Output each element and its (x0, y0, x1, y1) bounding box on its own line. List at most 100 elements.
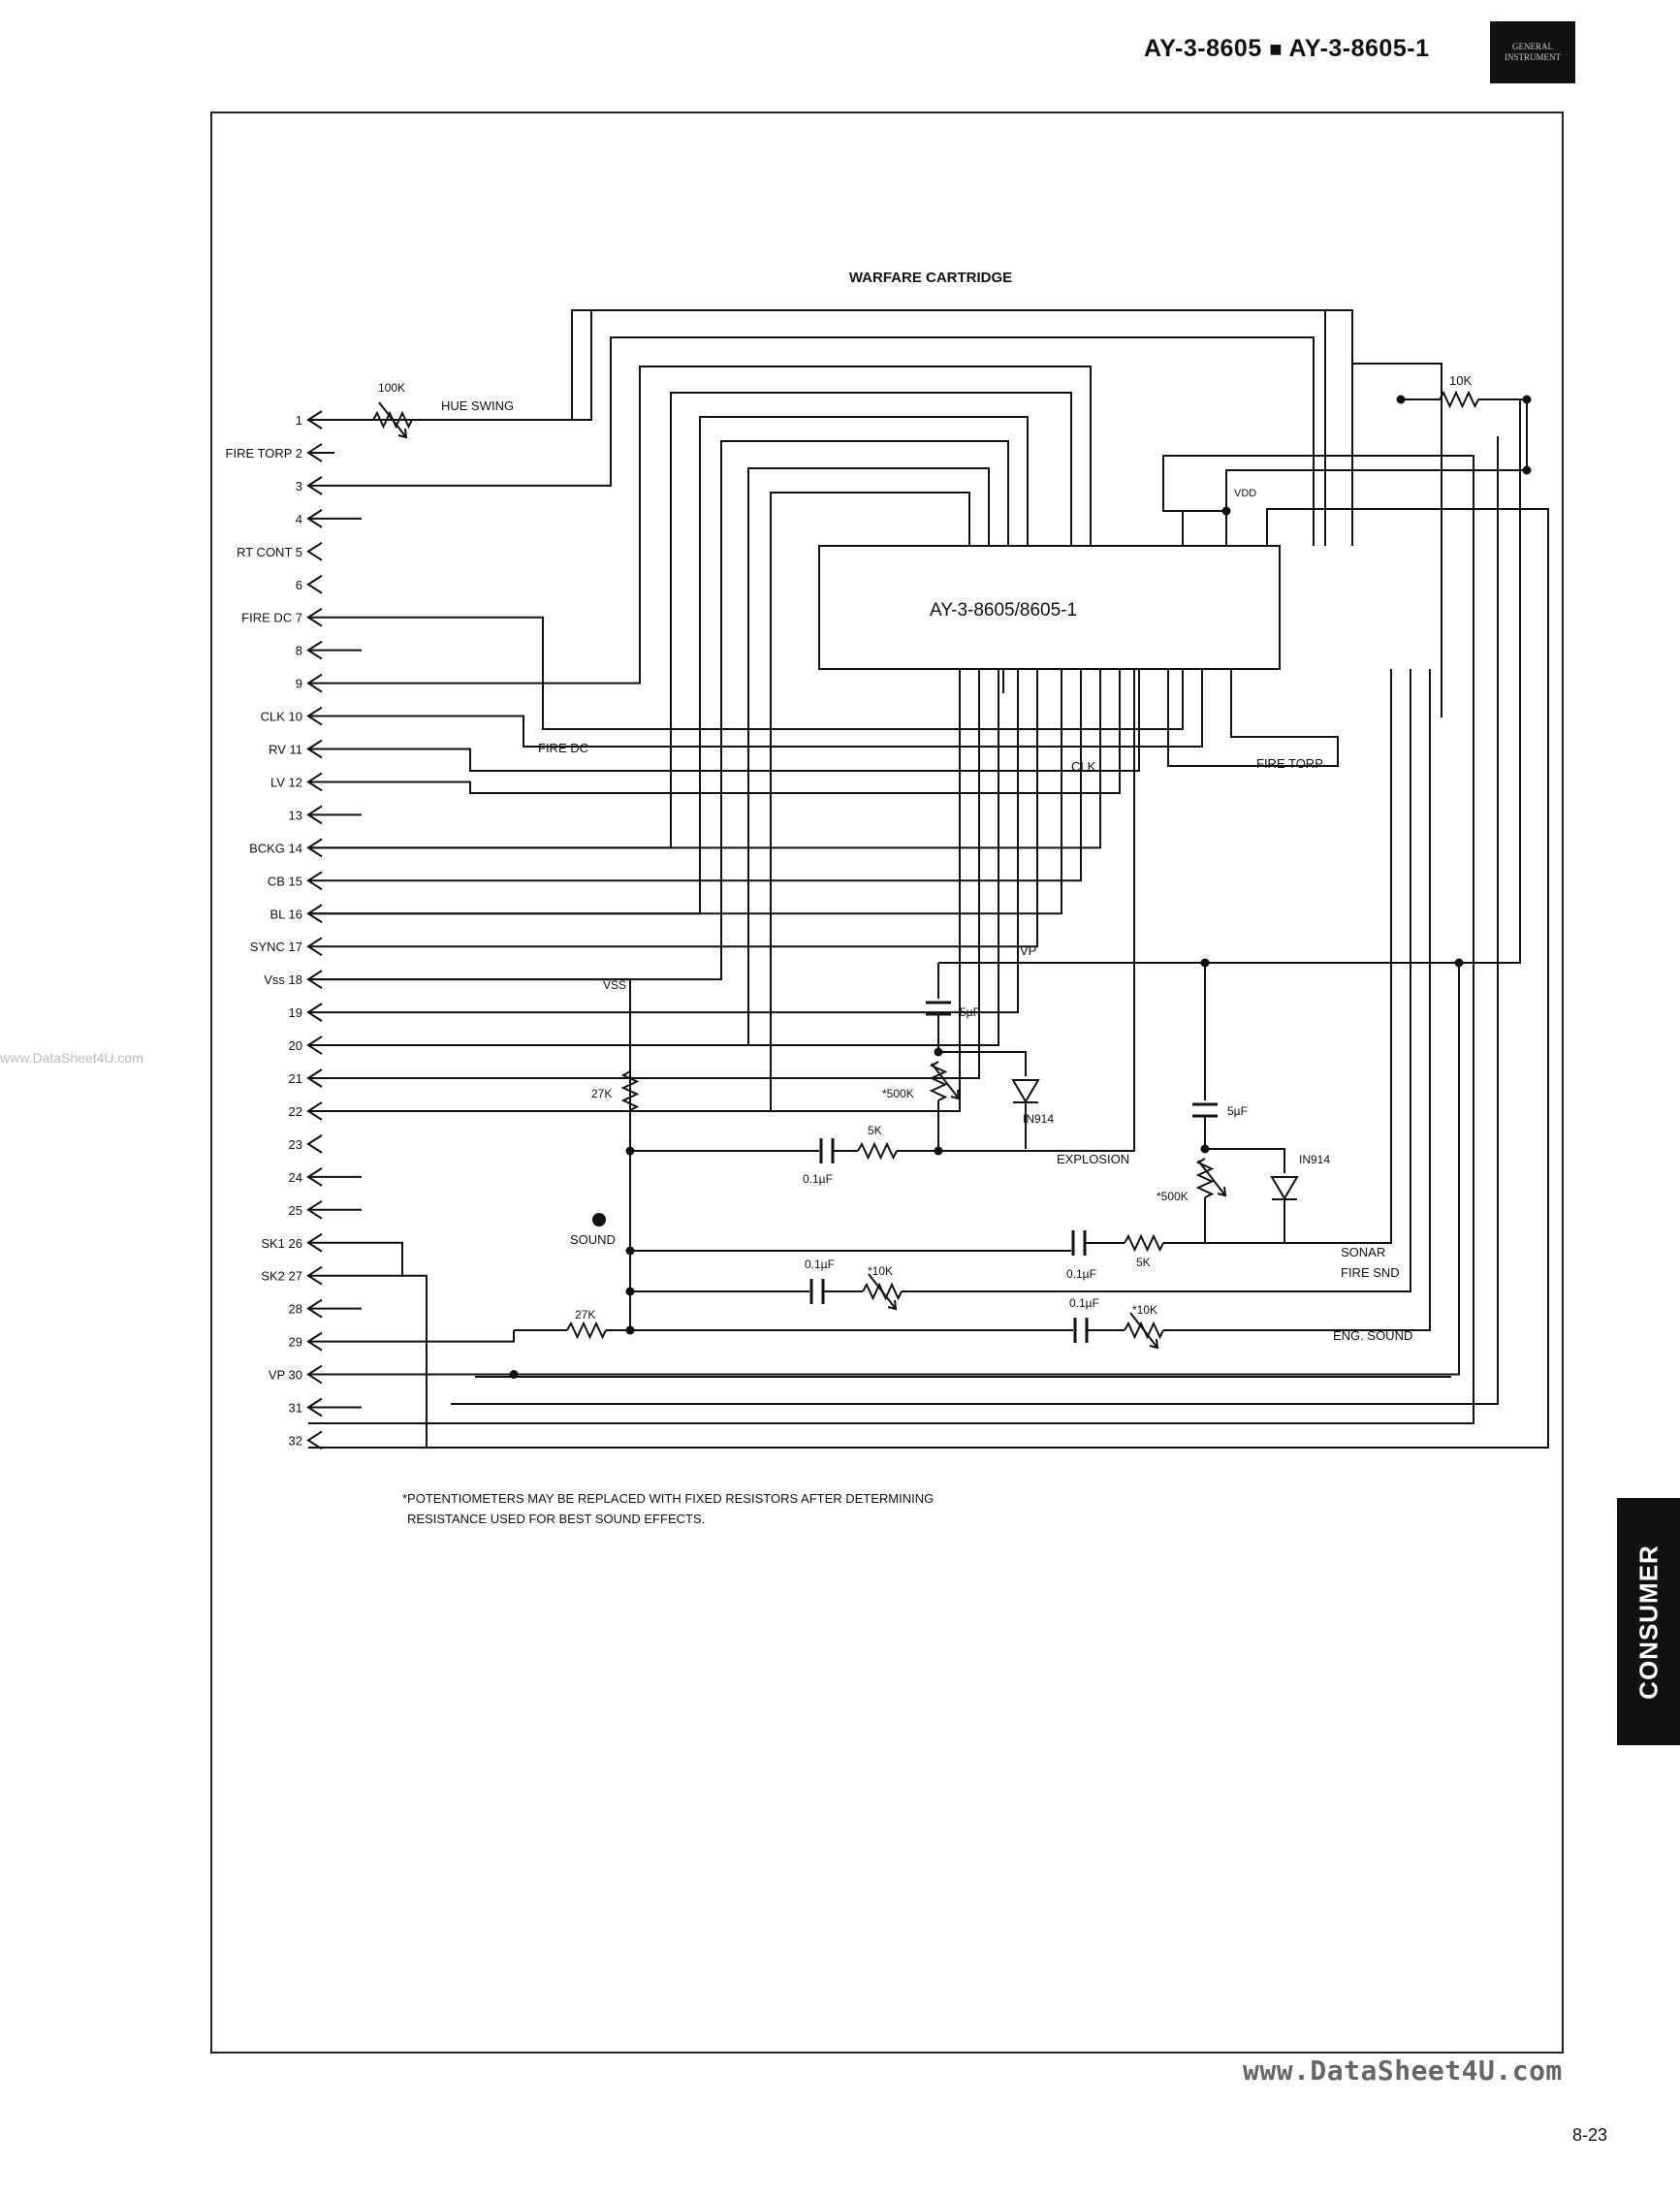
pin-arrow (306, 1265, 323, 1286)
pin-to-chip-bottom-wire (310, 669, 1082, 882)
pin-arrow (306, 1397, 323, 1418)
pin-arrow (306, 904, 323, 924)
watermark-bottom: www.DataSheet4U.com (1243, 2055, 1563, 2087)
pin-arrow (306, 541, 323, 561)
r10k-label: 10K (1449, 373, 1472, 388)
junction-dot (1522, 465, 1532, 475)
eng-sound-label: ENG. SOUND (1333, 1328, 1412, 1343)
pin-arrow (306, 476, 323, 495)
junction-dot (1200, 958, 1210, 968)
pin-to-chip-top-wire (310, 416, 1029, 915)
pin-arrow (306, 772, 323, 792)
pin-label: 31 (289, 1401, 302, 1416)
lv-wire (310, 669, 1121, 794)
pin-label: 1 (296, 413, 302, 428)
watermark-side: www.DataSheet4U.com (0, 1050, 143, 1066)
diode (1270, 1176, 1299, 1200)
junction-dot (509, 1370, 519, 1380)
vss-wire (310, 978, 631, 1330)
cap01-a-label: 0.1µF (803, 1172, 833, 1186)
pin-label: LV 12 (270, 775, 302, 789)
pin-arrow (306, 1134, 323, 1154)
fire-dc-label: FIRE DC (538, 741, 588, 755)
vp30-wire (514, 963, 1460, 1376)
hue-swing-label: HUE SWING (441, 398, 514, 413)
consumer-side-tab: CONSUMER (1617, 1498, 1680, 1745)
sonar-wire (1163, 669, 1392, 1244)
diode (1011, 1079, 1040, 1103)
pin-arrow (306, 739, 323, 759)
pin-label: 25 (289, 1203, 302, 1218)
potentiometer-arrow-head (950, 1089, 961, 1100)
pin-arrow (306, 1232, 323, 1253)
cap01-b-label: 0.1µF (1066, 1267, 1096, 1281)
potentiometer-arrow (378, 401, 407, 438)
pin-label: 28 (289, 1302, 302, 1317)
potentiometer-arrow (931, 1063, 960, 1099)
junction-dot (934, 1146, 943, 1156)
pin-arrow (306, 871, 323, 891)
junction-dot (625, 1146, 635, 1156)
chip-label: AY-3-8605/8605-1 (930, 600, 1077, 621)
explosion-wire (938, 1051, 1027, 1076)
pin-to-chip-bottom-wire (310, 669, 1101, 849)
pin-arrow (306, 1035, 323, 1055)
sonar-label: SONAR (1341, 1245, 1385, 1259)
fire-dc-wire (310, 669, 1203, 748)
potentiometer-arrow-head (1217, 1186, 1227, 1197)
pin-label: Vss 18 (264, 972, 302, 987)
junction-dot (934, 1047, 943, 1057)
pin-arrow (306, 1167, 323, 1187)
sound-output-dot (592, 1213, 606, 1226)
pin-label: FIRE TORP 2 (226, 446, 302, 461)
diagram-title: WARFARE CARTRIDGE (849, 270, 1012, 286)
pin-label: 3 (296, 479, 302, 494)
sonar-wire (1205, 1148, 1285, 1173)
sk2-wire (310, 1274, 428, 1448)
company-logo: GENERAL INSTRUMENT (1490, 21, 1575, 83)
junction-dot (1221, 506, 1231, 516)
pin29-wire (310, 1330, 515, 1343)
pin32-wire (308, 508, 1549, 1449)
pin-arrow (306, 1068, 323, 1088)
diode-a-label: IN914 (1023, 1112, 1054, 1126)
pin-arrow (306, 1364, 323, 1385)
pin-label: RV 11 (269, 743, 302, 757)
pin-label: 20 (289, 1038, 302, 1053)
pin-arrow (306, 443, 323, 462)
pot10k-c-label: *10K (868, 1264, 893, 1278)
pin-label: RT CONT 5 (237, 545, 302, 559)
pin-label: 4 (296, 512, 302, 526)
explosion-label: EXPLOSION (1057, 1152, 1129, 1166)
pin-to-chip-top-wire (310, 440, 1009, 981)
pin-arrow (306, 1298, 323, 1319)
pin-label: SK2 27 (261, 1269, 302, 1284)
cap01-c-label: 0.1µF (805, 1258, 835, 1271)
pin-label: 21 (289, 1071, 302, 1086)
explosion-wire (897, 669, 1135, 1152)
wires (308, 309, 1549, 1449)
r5k-b-label: 5K (1136, 1256, 1151, 1269)
pin-label: 29 (289, 1335, 302, 1350)
fire-snd-label: FIRE SND (1341, 1265, 1400, 1280)
pin-label: 13 (289, 808, 302, 822)
potentiometer-arrow-head (397, 428, 408, 439)
pin-arrow (306, 1101, 323, 1121)
cap5uf-a-label: 5µF (960, 1005, 980, 1019)
pin31-wire (451, 436, 1499, 1405)
pin-arrow (306, 509, 323, 528)
pot500k-a-label: *500K (882, 1087, 914, 1100)
r27k-b-label: 27K (575, 1308, 595, 1322)
pin-arrow (306, 410, 323, 430)
separator-square: ■ (1269, 37, 1283, 61)
pin-to-chip-bottom-wire (310, 669, 980, 1079)
pot10k-d-label: *10K (1132, 1303, 1157, 1317)
vp-rail (938, 399, 1521, 964)
sk1-wire (310, 1241, 403, 1277)
pin-arrow (306, 574, 323, 594)
vdd-label: VDD (1234, 488, 1256, 499)
pin-arrow (306, 838, 323, 858)
clk-wire (310, 669, 1140, 772)
junction-dot (625, 1246, 635, 1256)
